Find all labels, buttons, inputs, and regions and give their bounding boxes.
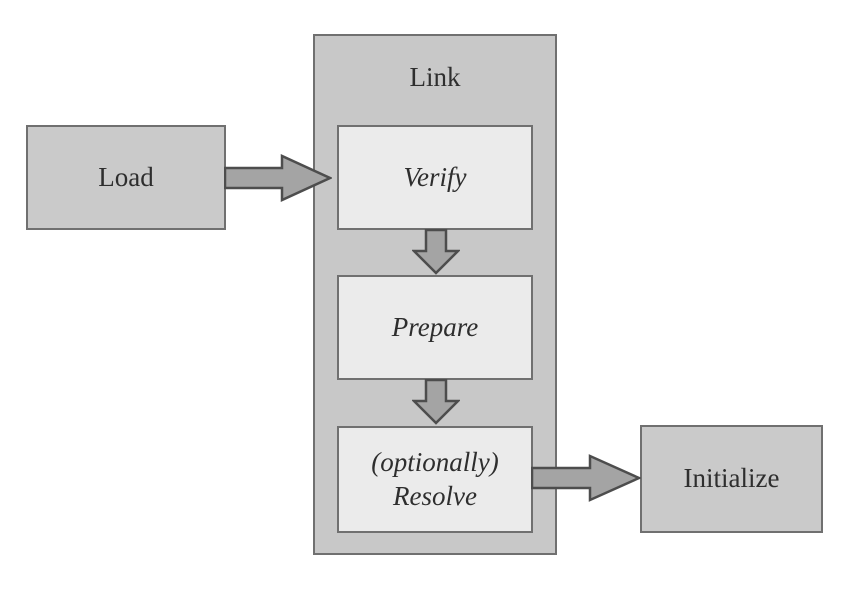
node-prepare-label: Prepare	[391, 311, 479, 342]
node-load: Load	[26, 125, 226, 230]
verify-to-prepare-down-arrow-icon	[412, 229, 460, 275]
node-prepare: Prepare	[337, 275, 533, 380]
node-verify: Verify	[337, 125, 533, 230]
node-initialize: Initialize	[640, 425, 823, 533]
node-initialize-label: Initialize	[683, 463, 780, 494]
resolve-to-initialize-right-arrow-icon	[531, 454, 641, 502]
node-resolve: (optionally) Resolve	[337, 426, 533, 533]
link-group-title: Link	[409, 62, 461, 92]
node-load-label: Load	[98, 161, 154, 192]
node-verify-label: Verify	[403, 161, 467, 192]
node-resolve-label-line2: Resolve	[393, 480, 477, 511]
node-resolve-label: (optionally) Resolve	[371, 446, 498, 514]
load-to-verify-right-arrow-icon	[224, 154, 332, 202]
node-resolve-label-line1: (optionally)	[371, 446, 499, 477]
prepare-to-resolve-down-arrow-icon	[412, 379, 460, 425]
